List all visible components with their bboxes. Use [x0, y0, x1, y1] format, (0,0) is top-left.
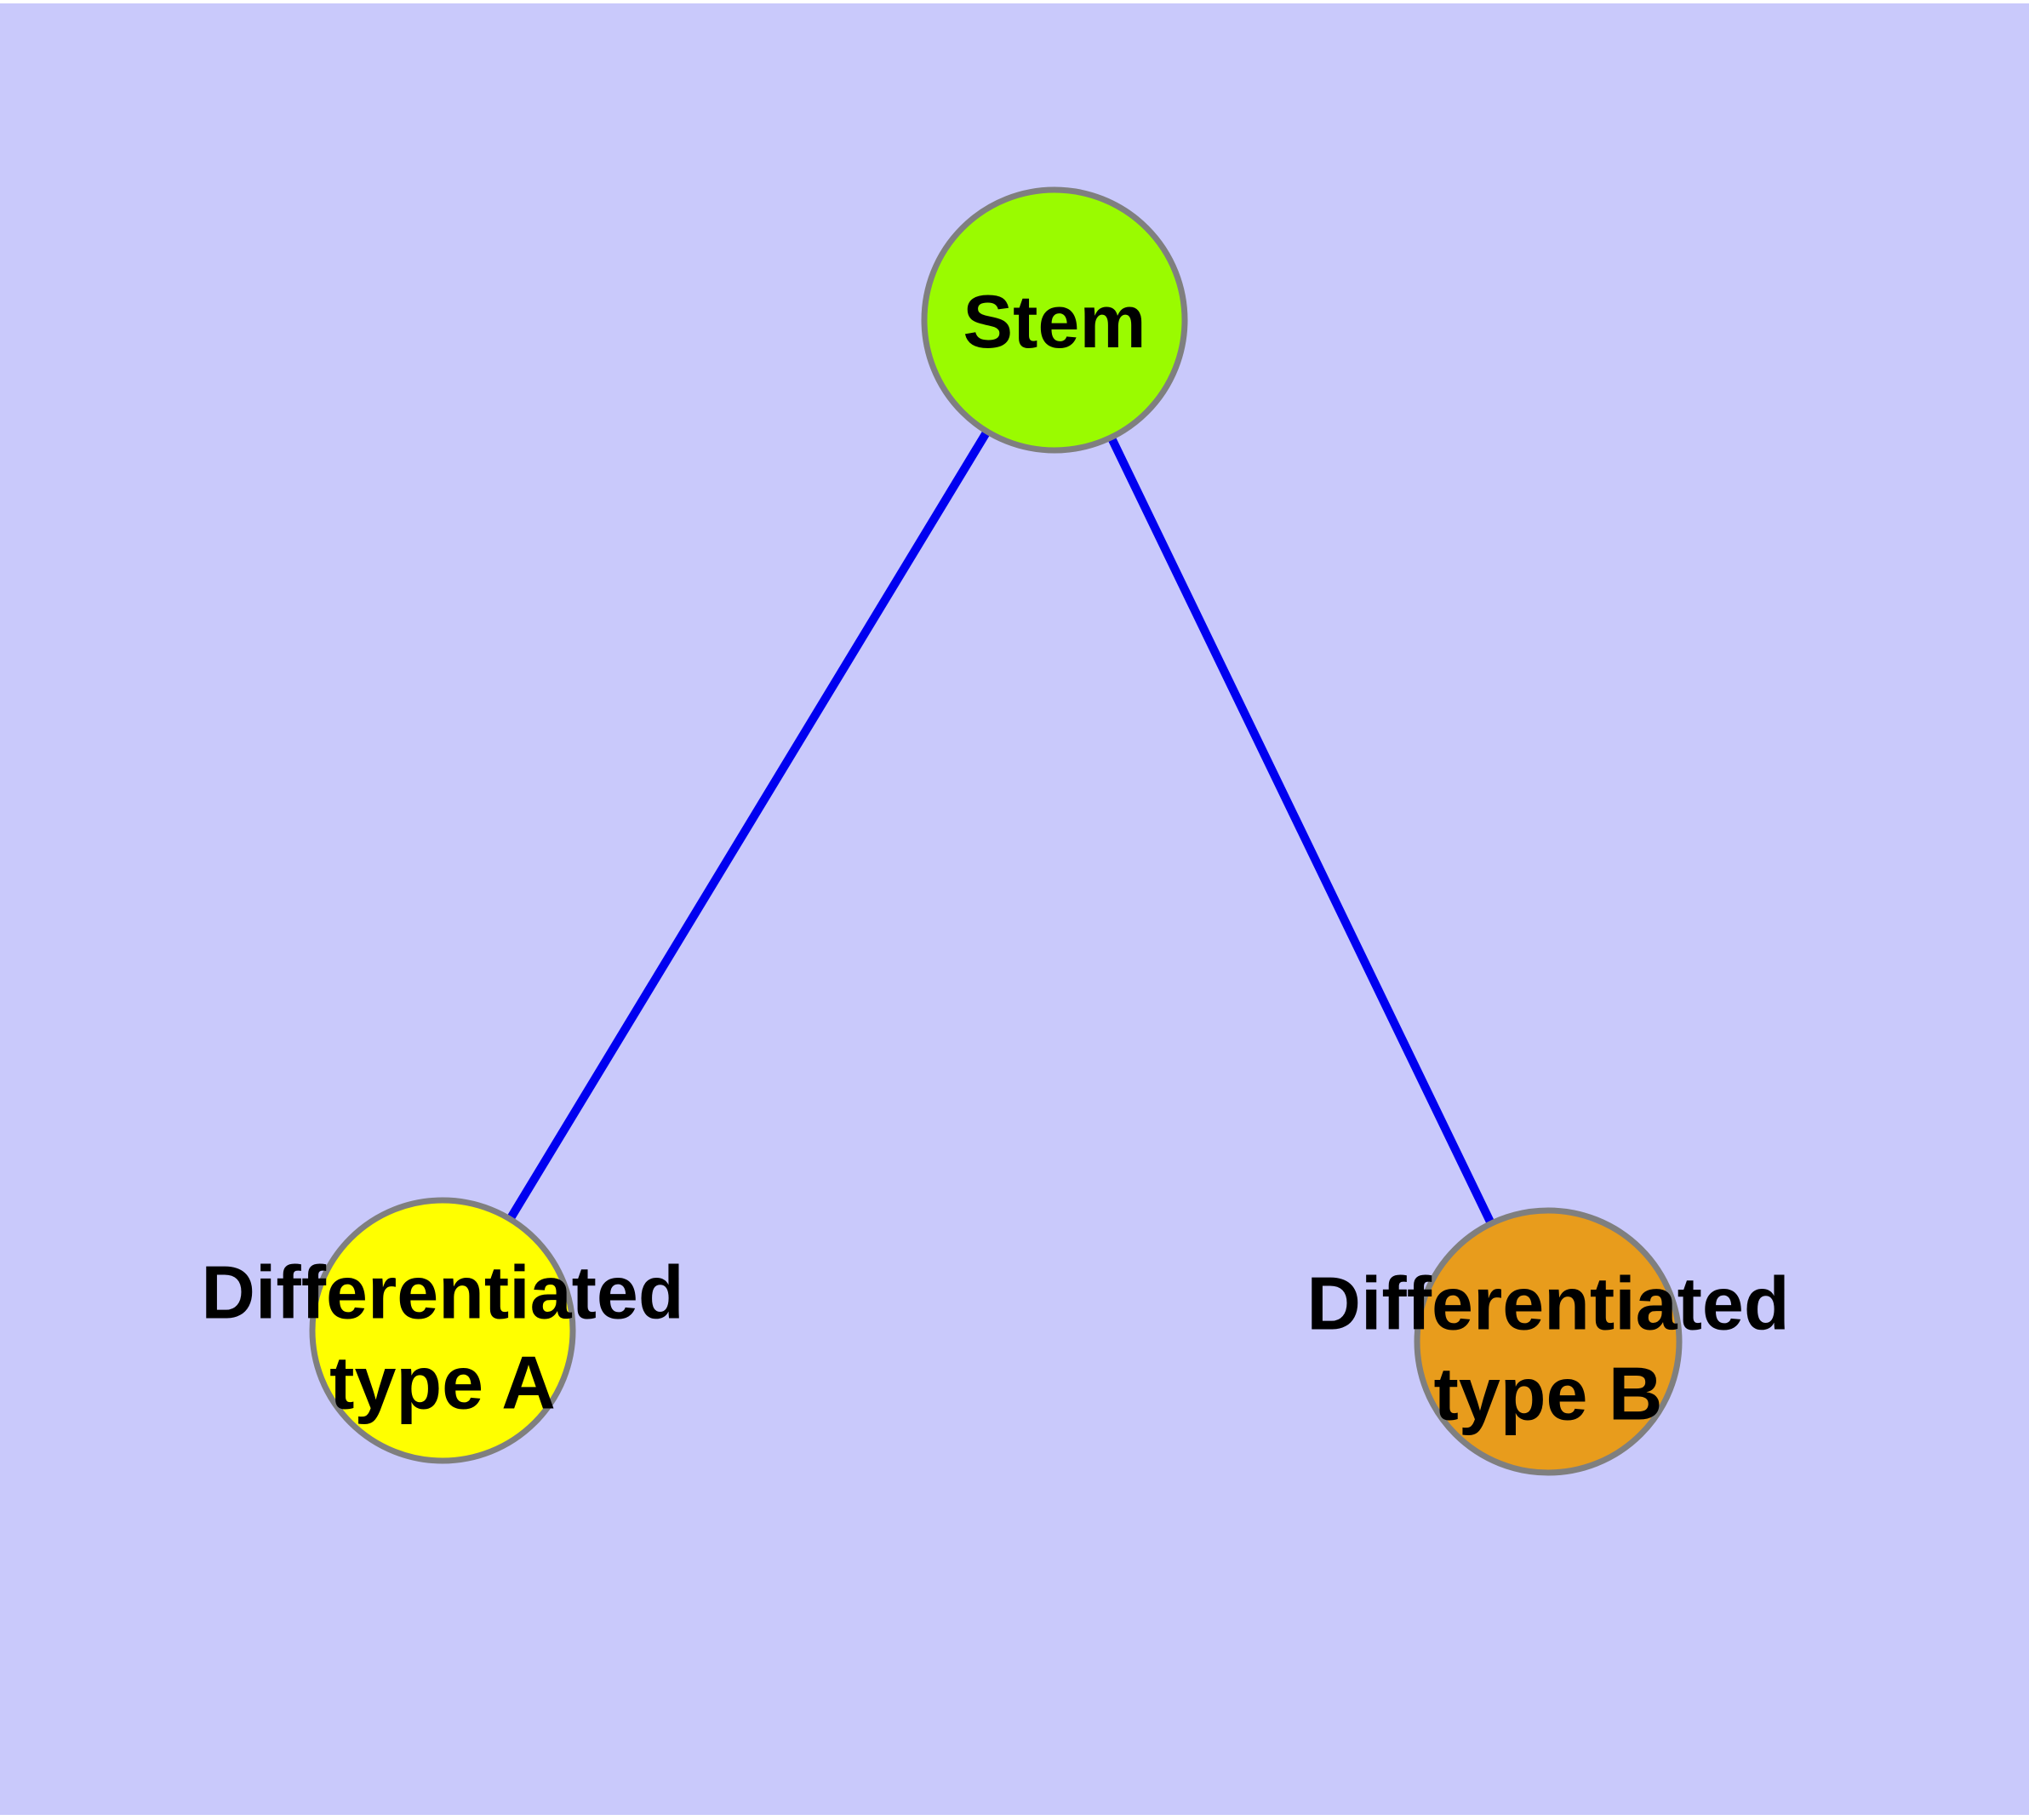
node-circle-typeB: [1414, 1207, 1683, 1476]
node-circle-stem: [921, 186, 1188, 454]
edge-stem-typeB: [1050, 318, 1552, 1344]
node-circle-typeA: [309, 1197, 576, 1464]
edge-stem-typeA: [438, 318, 1059, 1333]
